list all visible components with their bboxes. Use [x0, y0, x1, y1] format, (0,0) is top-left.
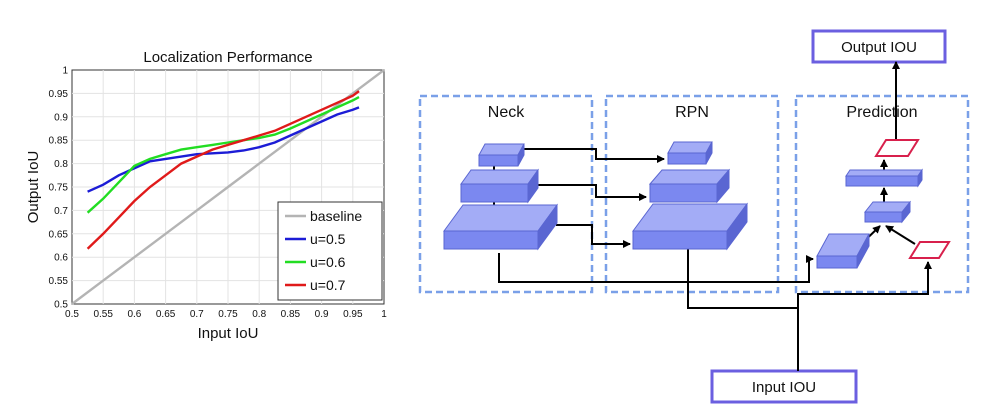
y-tick-label: 0.8 — [54, 159, 68, 170]
y-tick-label: 0.85 — [49, 136, 69, 147]
x-tick-label: 0.85 — [281, 309, 301, 320]
neck-rpn-arrow-mid — [537, 184, 647, 201]
output-iou-label: Output IOU — [841, 39, 917, 56]
prediction-section — [794, 94, 970, 294]
series-line-u=0.5 — [87, 106, 360, 193]
x-axis-label: Input IoU — [198, 325, 259, 342]
output-predictor-shape — [874, 139, 920, 157]
x-tick-label: 0.75 — [218, 309, 238, 320]
y-tick-label: 0.7 — [54, 206, 68, 217]
x-tick-label: 1 — [381, 309, 387, 320]
x-tick-label: 0.65 — [156, 309, 176, 320]
neck-rpn-arrow-top — [520, 148, 665, 163]
legend-label: baseline — [310, 208, 362, 224]
chart-series — [71, 69, 385, 305]
y-axis-label: Output IoU — [25, 151, 42, 224]
chart-legend: baseline u=0.5 u=0.6 u=0.7 — [277, 201, 383, 301]
neck-block-medium — [460, 168, 539, 204]
x-tick-label: 0.5 — [65, 309, 79, 320]
legend-box — [277, 201, 383, 301]
input-iou-label: Input IOU — [752, 379, 816, 396]
chart-title: Localization Performance — [143, 49, 312, 66]
y-tick-label: 1 — [62, 66, 68, 77]
rpn-label: RPN — [675, 104, 709, 121]
input-iou-box — [710, 369, 858, 404]
input-iou-arrow — [797, 261, 932, 371]
prediction-label: Prediction — [846, 104, 917, 121]
rpn-block-large — [632, 202, 748, 251]
rpn-block-medium — [648, 168, 731, 204]
y-tick-labels: 0.5 0.55 0.6 0.65 0.7 0.75 0.8 0.85 0.9 0.95 1 — [49, 66, 69, 311]
y-tick-label: 0.75 — [49, 183, 69, 194]
y-tick-label: 0.6 — [54, 253, 68, 264]
pred-arrow-2 — [885, 225, 916, 245]
prediction-feature-block — [816, 233, 870, 269]
series-line-u=0.6 — [86, 96, 360, 214]
y-tick-label: 0.55 — [49, 276, 69, 287]
prediction-fc-block-2 — [845, 168, 923, 188]
x-tick-label: 0.6 — [127, 309, 141, 320]
series-line-u=0.7 — [86, 90, 360, 250]
neck-block-large — [443, 203, 558, 251]
y-tick-label: 0.9 — [54, 112, 68, 123]
neck-label: Neck — [488, 104, 525, 121]
output-iou-box — [811, 29, 947, 64]
y-tick-label: 0.95 — [49, 89, 69, 100]
y-tick-label: 0.5 — [54, 300, 68, 311]
x-tick-label: 0.9 — [315, 309, 329, 320]
neck-prediction-arrow — [498, 253, 814, 283]
neck-section — [418, 94, 594, 294]
input-iou-embedding-shape — [908, 241, 951, 259]
legend-label: u=0.6 — [310, 254, 346, 270]
architecture-diagram: Neck RPN Prediction Output IOU Input IOU — [418, 29, 970, 404]
neck-rpn-arrow-bot — [556, 224, 631, 248]
localization-chart: 0.5 0.55 0.6 0.65 0.7 0.75 0.8 0.85 0.9 0.95 1 0.5… — [25, 49, 387, 342]
legend-label: u=0.7 — [310, 277, 346, 293]
prediction-fc-block-1 — [863, 200, 912, 224]
legend-label: u=0.5 — [310, 231, 346, 247]
x-tick-label: 0.95 — [343, 309, 363, 320]
x-tick-label: 0.7 — [190, 309, 204, 320]
x-tick-label: 0.8 — [252, 309, 266, 320]
rpn-section — [604, 94, 780, 294]
rpn-down-line — [687, 248, 798, 309]
x-tick-label: 0.55 — [93, 309, 113, 320]
rpn-block-small — [667, 141, 713, 165]
x-tick-labels: 0.5 0.55 0.6 0.65 0.7 0.75 0.8 0.85 0.9 0.95 1 — [65, 309, 387, 320]
neck-block-small — [478, 143, 525, 167]
y-tick-label: 0.65 — [49, 229, 69, 240]
